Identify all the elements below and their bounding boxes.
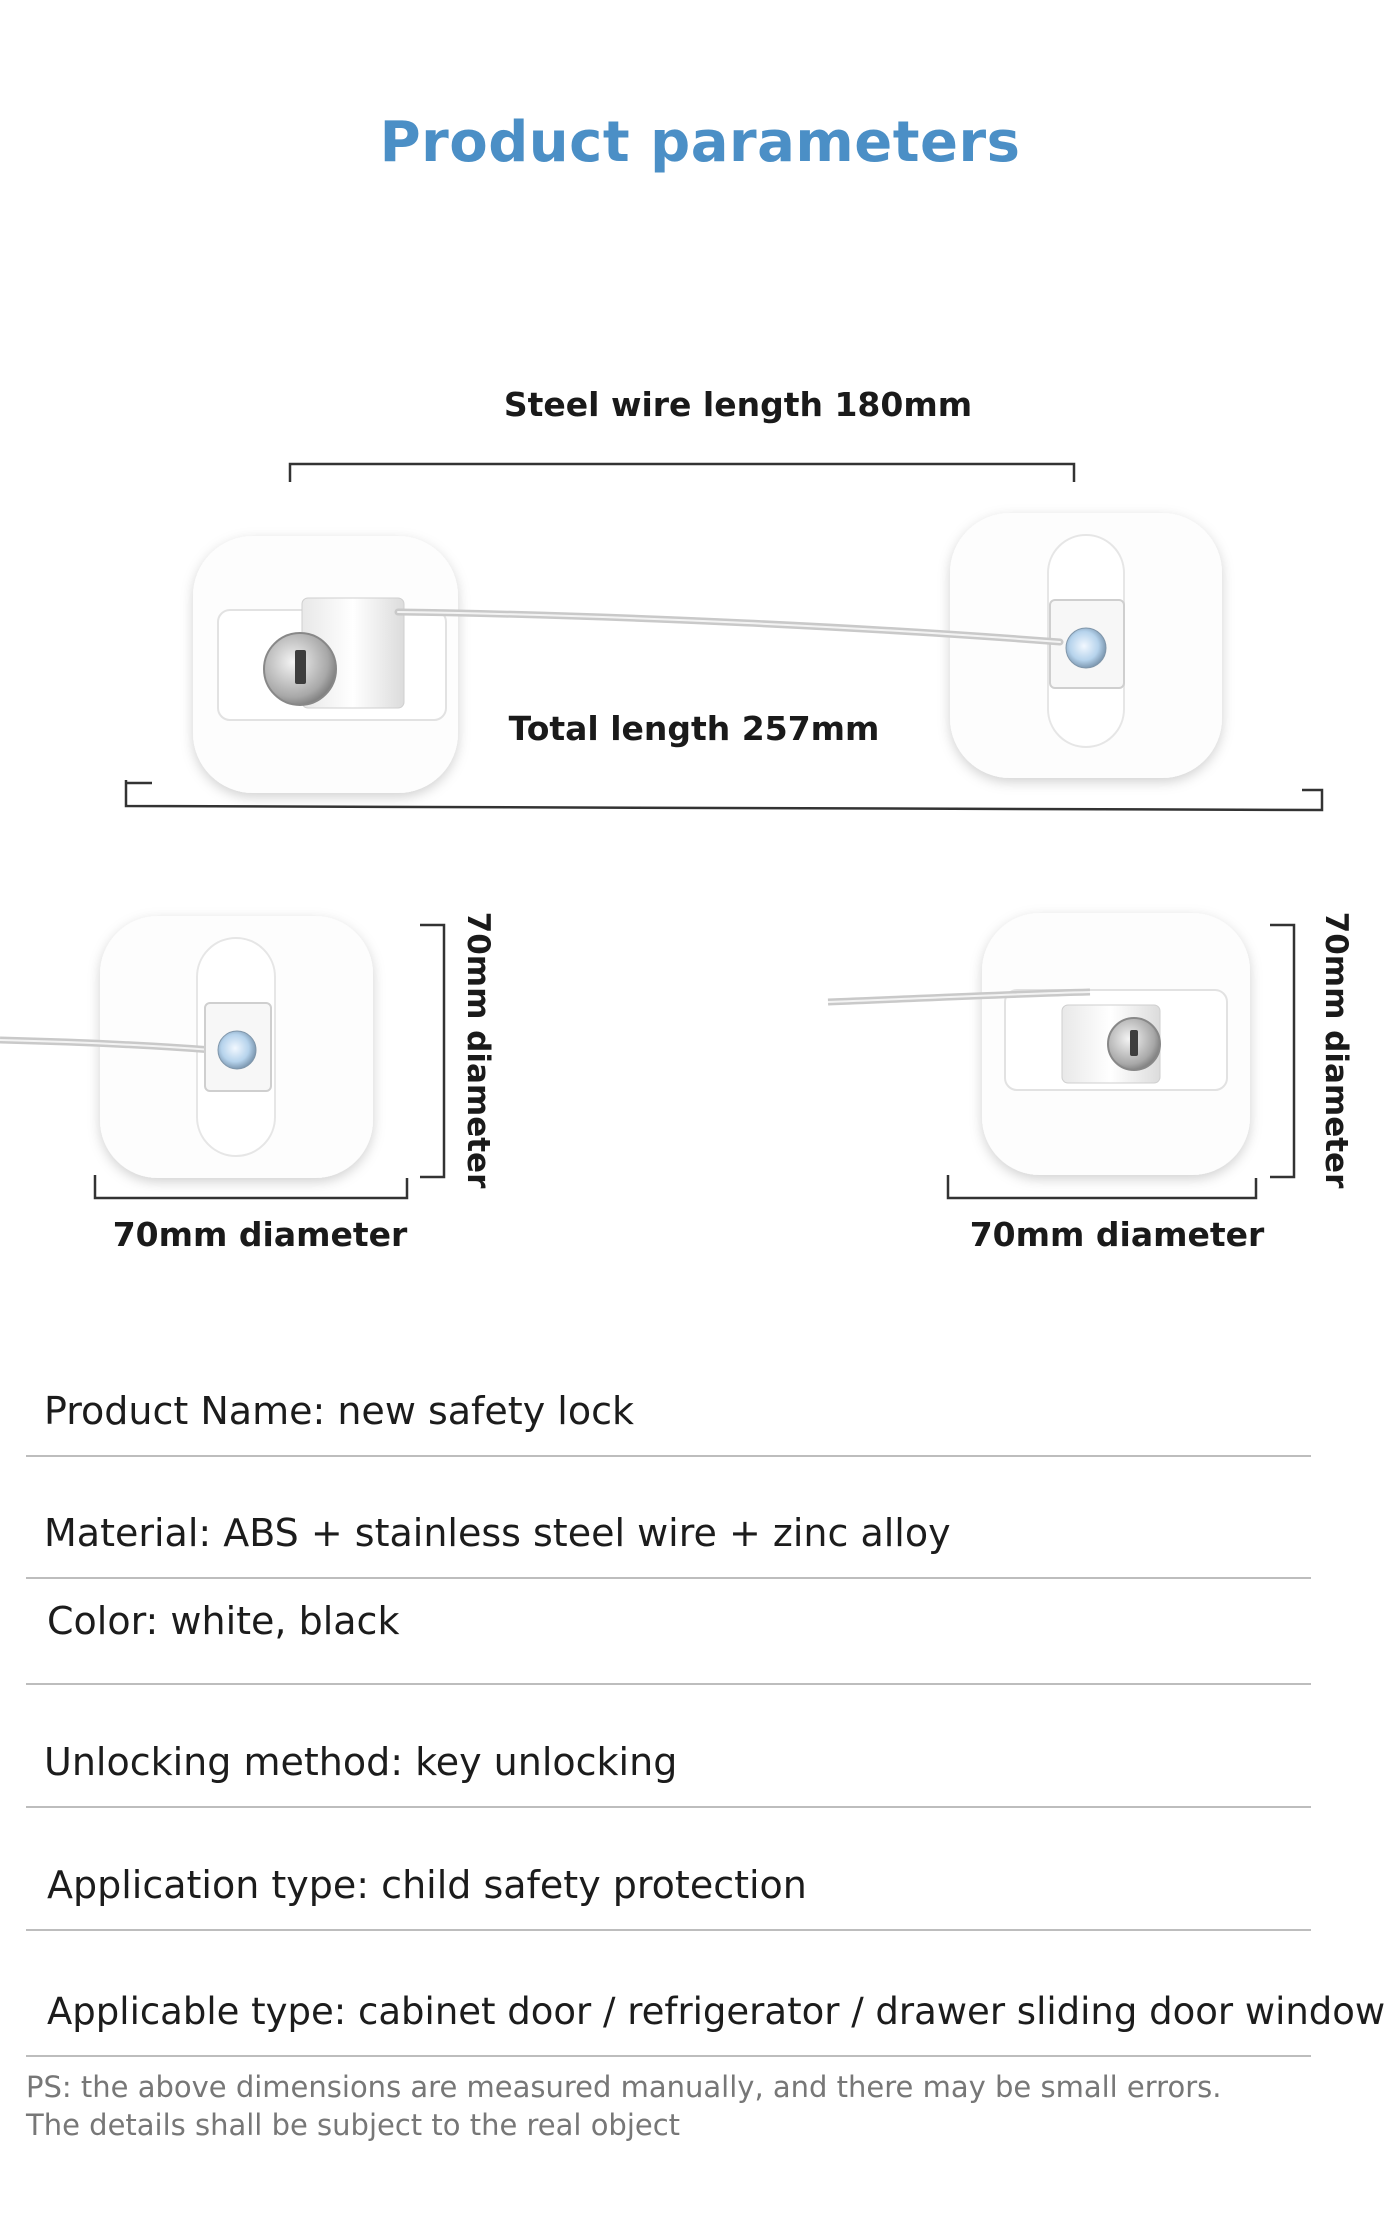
spec-text: Material: ABS + stainless steel wire + z…	[44, 1511, 951, 1555]
spec-text: Applicable type: cabinet door / refriger…	[47, 1990, 1386, 2033]
spec-text: Application type: child safety protectio…	[47, 1863, 807, 1907]
lock-left-unit	[193, 536, 458, 793]
total-length-bracket	[124, 780, 1324, 812]
spec-text: Unlocking method: key unlocking	[44, 1740, 678, 1784]
spec-text: Color: white, black	[47, 1599, 400, 1643]
total-length-label: Total length 257mm	[509, 709, 880, 748]
detail-right-unit	[827, 913, 1250, 1175]
right-height-label: 70mm diameter	[1318, 912, 1354, 1189]
note-line-2: The details shall be subject to the real…	[26, 2108, 681, 2142]
right-width-label: 70mm diameter	[970, 1215, 1265, 1254]
steel-wire-bracket	[288, 462, 1076, 482]
spec-row-unlocking-method: Unlocking method: key unlocking	[26, 1684, 1311, 1808]
detail-left-unit	[0, 916, 373, 1178]
spec-row-color: Color: white, black	[26, 1578, 1311, 1685]
right-width-bracket	[946, 1175, 1258, 1200]
left-width-label: 70mm diameter	[113, 1215, 408, 1254]
spec-text: Product Name: new safety lock	[44, 1389, 634, 1433]
spec-row-applicable-type: Applicable type: cabinet door / refriger…	[26, 1930, 1385, 2057]
spec-row-material: Material: ABS + stainless steel wire + z…	[26, 1456, 1311, 1579]
note-line-1: PS: the above dimensions are measured ma…	[26, 2070, 1222, 2104]
spec-row-product-name: Product Name: new safety lock	[26, 1340, 1311, 1457]
page-title: Product parameters	[379, 110, 1021, 175]
lock-right-unit	[950, 513, 1222, 778]
steel-wire-label: Steel wire length 180mm	[504, 385, 972, 424]
left-width-bracket	[93, 1175, 409, 1200]
right-height-bracket	[1270, 923, 1296, 1179]
left-height-label: 70mm diameter	[460, 912, 496, 1189]
product-diagram: Steel wire length 180mm Total length 257…	[0, 385, 1354, 1254]
disclaimer-note: PS: the above dimensions are measured ma…	[26, 2068, 1221, 2144]
spec-row-application-type: Application type: child safety protectio…	[26, 1807, 1311, 1931]
left-height-bracket	[420, 923, 446, 1179]
